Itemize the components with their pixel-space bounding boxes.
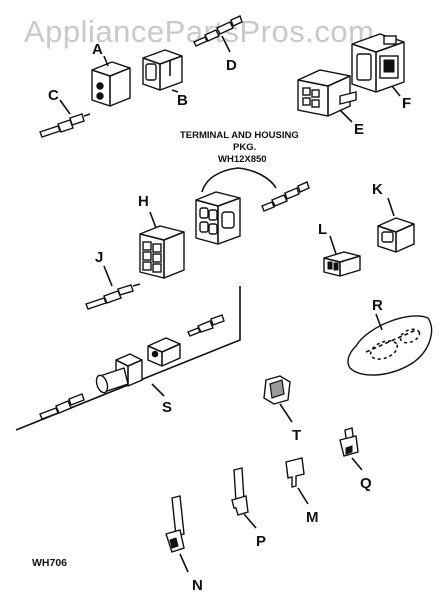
leader-c [59,99,71,115]
callout-h: H [138,193,149,210]
leader-b [171,89,179,93]
part-d-terminal[interactable] [193,15,243,47]
package-label-line1: TERMINAL AND HOUSING [180,130,299,141]
package-housing[interactable] [195,191,241,245]
part-f-housing[interactable] [351,33,405,93]
callout-p: P [256,533,266,550]
callout-n: N [192,577,203,594]
leader-f [391,85,401,97]
package-label-line2: PKG. [233,142,256,153]
leader-a [103,55,109,67]
callout-a: A [92,41,103,58]
part-l-housing[interactable] [323,251,361,277]
leader-q [351,457,363,471]
callout-s: S [162,399,172,416]
callout-b: B [177,92,188,109]
leader-m [297,487,309,505]
part-p-terminal[interactable] [231,467,249,516]
part-n-terminal[interactable] [165,495,185,553]
part-c-terminal[interactable] [39,113,91,138]
leader-n [179,553,189,573]
part-s-terminal-upper[interactable] [187,314,225,337]
package-label-line3: WH12X850 [218,154,267,165]
callout-k: K [372,181,383,198]
leader-s [151,383,165,397]
package-terminal[interactable] [261,181,310,212]
part-q-terminal[interactable] [339,427,359,457]
leader-r [375,313,383,331]
part-h-housing[interactable] [139,225,185,279]
callout-m: M [306,509,319,526]
part-k-housing[interactable] [377,217,415,253]
part-a-housing[interactable] [91,61,131,107]
part-s-sleeve[interactable] [94,367,129,394]
callout-c: C [48,87,59,104]
leader-k [387,197,395,217]
leader-d [221,35,231,53]
callout-t: T [292,427,301,444]
leader-l [329,235,337,255]
callout-d: D [226,57,237,74]
part-m-terminal[interactable] [285,457,305,488]
package-bracket [201,167,277,193]
part-r-sleeve[interactable] [347,315,433,376]
s-group-bracket [15,286,241,431]
part-j-terminal[interactable] [85,283,141,310]
callout-e: E [354,121,364,138]
callout-l: L [318,221,327,238]
leader-j [103,265,113,287]
part-s-terminal-lower[interactable] [39,393,85,420]
leader-p [243,513,257,529]
part-b-housing[interactable] [142,49,183,91]
diagram-code: WH706 [32,557,67,569]
callout-j: J [95,249,103,266]
part-e-housing[interactable] [297,69,357,117]
leader-h [149,211,157,229]
callout-f: F [402,95,411,112]
leader-e [339,109,353,123]
callout-r: R [372,297,383,314]
part-s-housing-small[interactable] [147,337,181,367]
callout-q: Q [360,475,372,492]
part-t-clip[interactable] [263,375,291,405]
leader-t [279,403,293,423]
